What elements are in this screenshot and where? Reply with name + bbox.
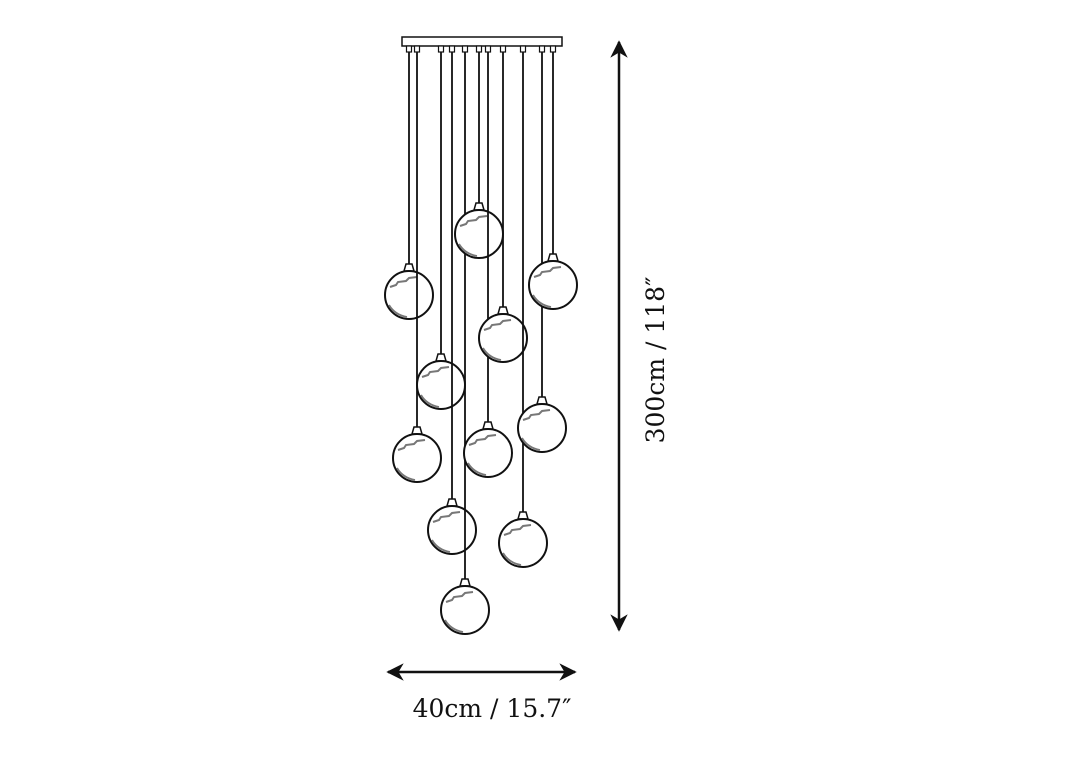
globe-cap [536, 396, 548, 405]
width-label: 40cm / 15.7″ [413, 694, 572, 723]
globe-highlight [397, 439, 426, 451]
ceiling-canopy [401, 36, 563, 47]
globe-highlight [459, 215, 488, 227]
globe-cap [517, 511, 529, 520]
globe-reflection [388, 304, 408, 318]
globe-reflection [502, 552, 522, 566]
pendants [384, 45, 578, 635]
cord-socket [519, 45, 527, 53]
height-label: 300cm / 118″ [641, 277, 670, 444]
globe-reflection [521, 437, 541, 451]
globe-cap [547, 253, 559, 262]
globe-highlight [483, 319, 512, 331]
globe-highlight [468, 434, 497, 446]
globe-highlight [533, 266, 562, 278]
globe-highlight [421, 366, 450, 378]
globe-highlight [445, 591, 474, 603]
globe-reflection [396, 467, 416, 481]
globe-reflection [482, 347, 502, 361]
globe-reflection [431, 539, 451, 553]
globe-highlight [389, 276, 418, 288]
globe-reflection [444, 619, 464, 633]
globe-cap [497, 306, 509, 315]
globe-cap [435, 353, 447, 362]
globe-cap [411, 426, 423, 435]
globe-cap [482, 421, 494, 430]
globe-cap [473, 202, 485, 211]
globe-reflection [467, 462, 487, 476]
cord-socket [484, 45, 492, 53]
globe-reflection [420, 394, 440, 408]
globe-cap [403, 263, 415, 272]
cord-socket [461, 45, 469, 53]
cord-socket [437, 45, 445, 53]
cord-socket [475, 45, 483, 53]
cord-socket [448, 45, 456, 53]
cord-socket [538, 45, 546, 53]
cord-socket [549, 45, 557, 53]
globe-reflection [458, 243, 478, 257]
globe-cap [446, 498, 458, 507]
cord-socket [499, 45, 507, 53]
cord-socket [413, 45, 421, 53]
cord-socket [405, 45, 413, 53]
globe-cap [459, 578, 471, 587]
globe-highlight [503, 524, 532, 536]
globe-highlight [432, 511, 461, 523]
globe-reflection [532, 294, 552, 308]
globe-highlight [522, 409, 551, 421]
